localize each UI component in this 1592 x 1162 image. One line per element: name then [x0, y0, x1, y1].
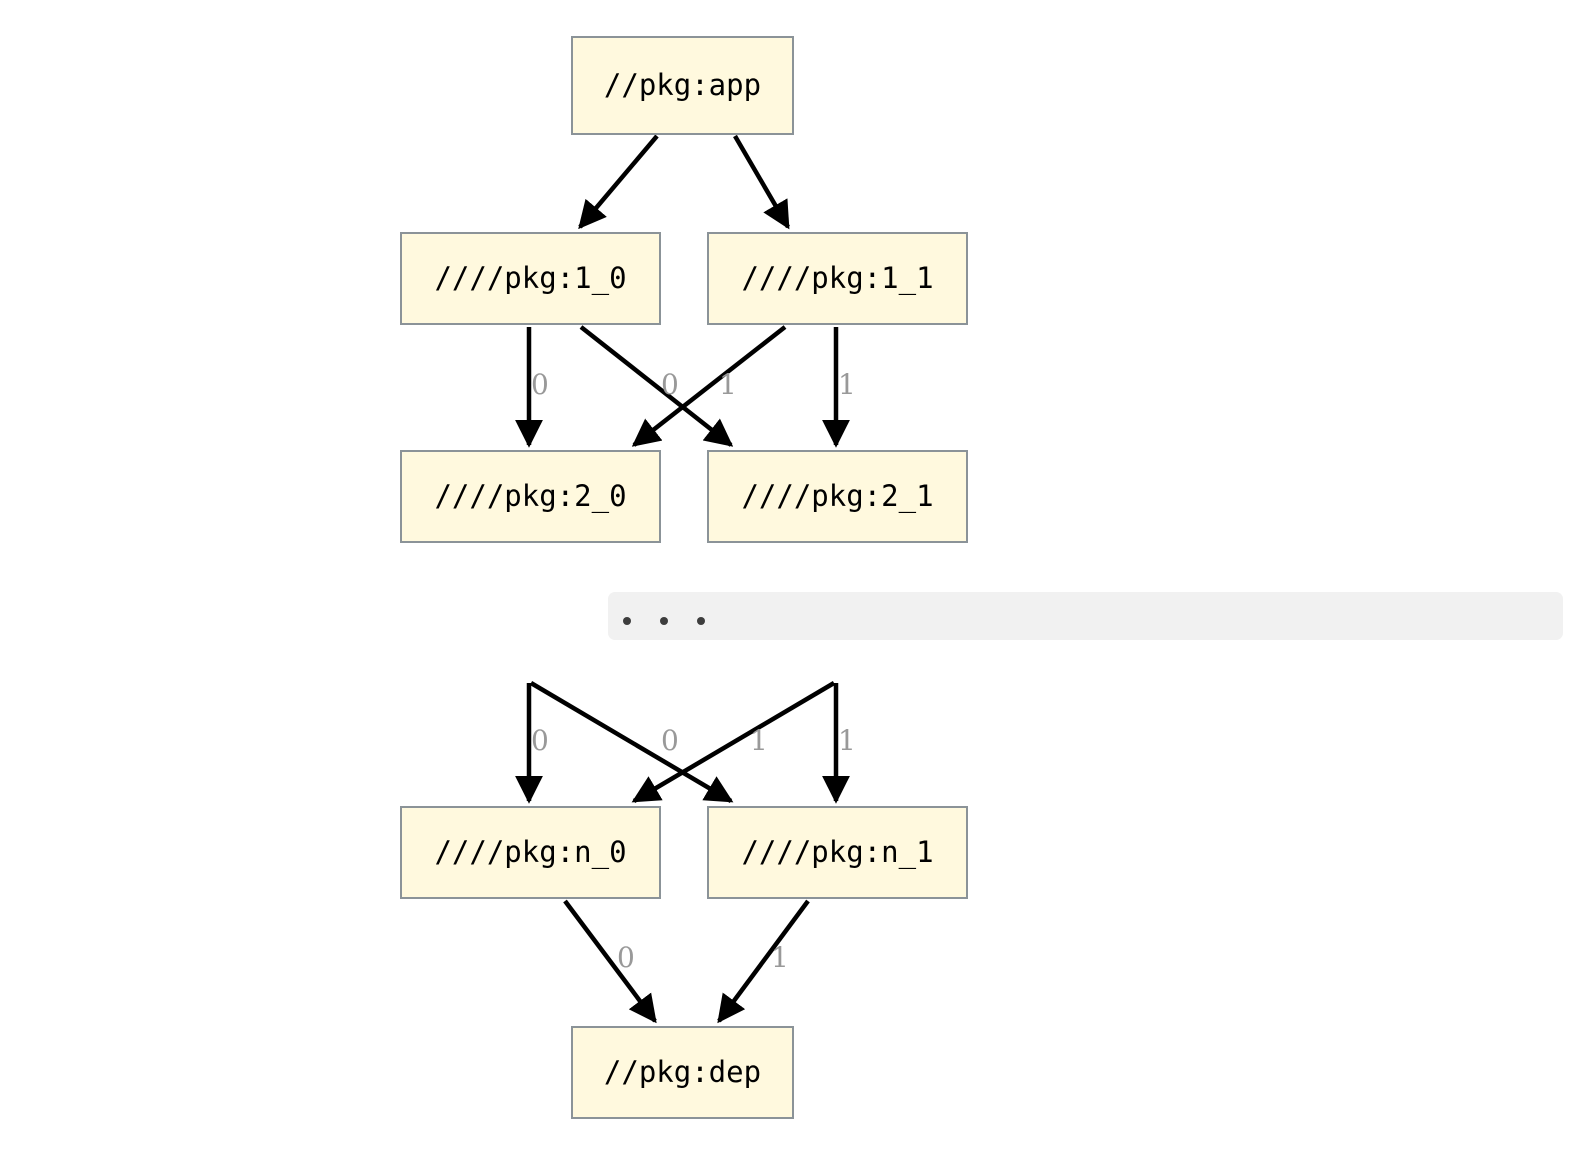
node-pkg-2_0[interactable]: ////pkg:2_0 — [400, 450, 661, 543]
ellipsis-dot-icon — [697, 617, 705, 625]
node-pkg-n_0[interactable]: ////pkg:n_0 — [400, 806, 661, 899]
edge-label-1_0-2_1: 0 — [661, 368, 679, 401]
node-label: ////pkg:1_0 — [434, 261, 627, 295]
edge-app-to-1_0 — [578, 134, 659, 230]
node-pkg-app[interactable]: //pkg:app — [571, 36, 794, 135]
node-label: ////pkg:2_0 — [434, 479, 627, 513]
edge-label-1_1-2_1: 1 — [838, 368, 856, 401]
edge-elided-to-n_1 — [529, 681, 734, 803]
node-pkg-dep[interactable]: //pkg:dep — [571, 1026, 794, 1119]
node-label: ////pkg:2_1 — [741, 479, 934, 513]
edge-n_1-to-dep — [717, 899, 810, 1024]
node-label: //pkg:dep — [603, 1055, 762, 1089]
node-label: ////pkg:1_1 — [741, 261, 934, 295]
node-pkg-2_1[interactable]: ////pkg:2_1 — [707, 450, 968, 543]
node-label: //pkg:app — [603, 68, 762, 102]
edge-label-n_0-dep: 0 — [617, 941, 635, 974]
edge-label-elided-cross-n_0: 1 — [750, 724, 768, 757]
node-pkg-n_1[interactable]: ////pkg:n_1 — [707, 806, 968, 899]
node-label: ////pkg:n_1 — [741, 835, 934, 869]
edge-elided-cross-to-n_0 — [631, 681, 836, 803]
node-pkg-1_1[interactable]: ////pkg:1_1 — [707, 232, 968, 325]
ellipsis-dot-icon — [623, 617, 631, 625]
edge-1_0-to-2_1 — [579, 325, 734, 447]
edge-n_0-to-dep — [563, 899, 657, 1024]
ellipsis-dot-icon — [660, 617, 668, 625]
edge-label-elided-n_0: 0 — [531, 724, 549, 757]
node-pkg-1_0[interactable]: ////pkg:1_0 — [400, 232, 661, 325]
edge-label-1_1-2_0: 1 — [719, 368, 737, 401]
edge-label-elided-n_1: 0 — [661, 724, 679, 757]
edge-label-n_1-dep: 1 — [771, 941, 789, 974]
elided-section-band — [608, 592, 1563, 640]
edge-label-elided-cross-n_1: 1 — [838, 724, 856, 757]
node-label: ////pkg:n_0 — [434, 835, 627, 869]
edge-label-1_0-2_0: 0 — [531, 368, 549, 401]
edge-1_1-to-2_0 — [631, 325, 787, 447]
edge-app-to-1_1 — [733, 134, 790, 230]
